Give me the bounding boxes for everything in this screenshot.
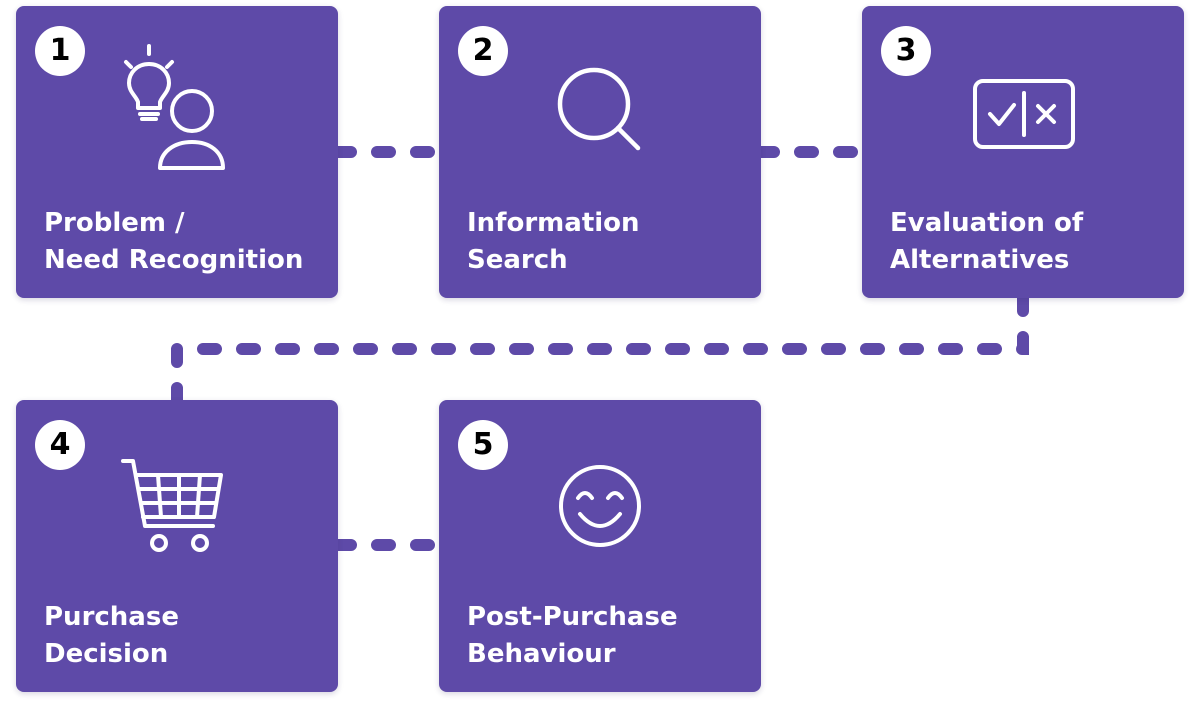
step-title-line-2: Decision — [44, 639, 169, 669]
step-title-line-1: Evaluation of — [890, 208, 1084, 238]
step-title-line-2: Behaviour — [467, 639, 616, 669]
step-title-line-1: Information — [467, 208, 640, 238]
step-title-line-2: Need Recognition — [44, 245, 304, 275]
step-card-4: 4 Purchase Decision — [16, 400, 338, 692]
step-number-badge: 4 — [35, 420, 85, 470]
step-number-badge: 5 — [458, 420, 508, 470]
step-card-2: 2 Information Search — [439, 6, 761, 298]
lightbulb-person-icon — [117, 41, 237, 171]
step-title-line-1: Post-Purchase — [467, 602, 678, 632]
step-title: Purchase Decision — [44, 599, 334, 673]
shopping-cart-icon — [117, 435, 237, 565]
step-number-badge: 1 — [35, 26, 85, 76]
step-card-1: 1 Problem / Need Recognition — [16, 6, 338, 298]
smiley-face-icon — [540, 435, 660, 565]
step-number-badge: 3 — [881, 26, 931, 76]
step-title: Problem / Need Recognition — [44, 205, 334, 279]
step-title: Evaluation of Alternatives — [890, 205, 1180, 279]
step-title-line-1: Purchase — [44, 602, 179, 632]
step-number-badge: 2 — [458, 26, 508, 76]
step-title-line-1: Problem / — [44, 208, 185, 238]
step-card-5: 5 Post-Purchase Behaviour — [439, 400, 761, 692]
step-title-line-2: Alternatives — [890, 245, 1070, 275]
step-title: Post-Purchase Behaviour — [467, 599, 757, 673]
step-title-line-2: Search — [467, 245, 568, 275]
step-card-3: 3 Evaluation of Alternatives — [862, 6, 1184, 298]
step-title: Information Search — [467, 205, 757, 279]
check-x-compare-icon — [963, 41, 1083, 171]
connector-3-4 — [171, 292, 1029, 406]
magnifier-icon — [540, 41, 660, 171]
